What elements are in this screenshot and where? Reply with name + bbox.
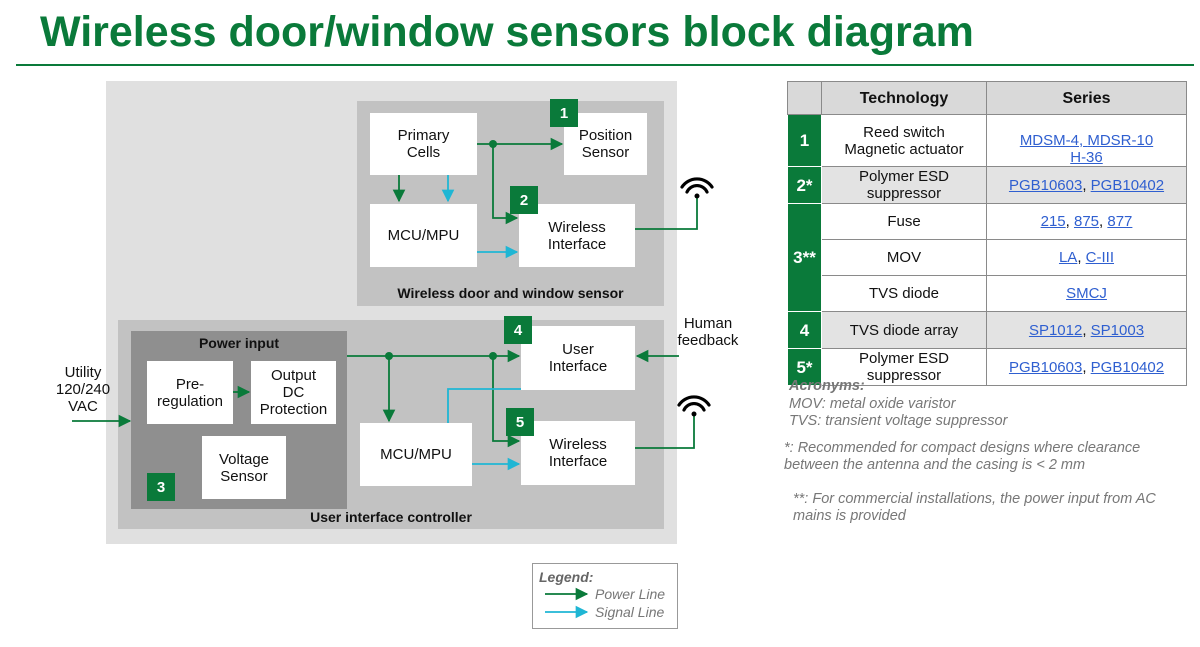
row-number: 5* [787, 348, 822, 386]
technology-cell: Polymer ESD suppressor [821, 166, 987, 204]
voltage-sensor-block: Voltage Sensor [202, 436, 286, 499]
table-header: Series [986, 81, 1187, 115]
controller-wireless-interface-block: Wireless Interface [521, 421, 635, 485]
legend: Legend: Power Line Signal Line [532, 563, 678, 629]
badge-1: 1 [550, 99, 578, 127]
series-link[interactable]: SMCJ [1066, 285, 1107, 302]
controller-group-label: User interface controller [310, 509, 472, 525]
page-title: Wireless door/window sensors block diagr… [40, 8, 974, 56]
technology-cell: Fuse [821, 203, 987, 240]
sensor-group-label: Wireless door and window sensor [397, 285, 624, 301]
technology-table: Technology Series 1 Reed switch Magnetic… [787, 81, 1187, 386]
acronym-tvs: TVS: transient voltage suppressor [789, 413, 1008, 429]
pre-regulation-block: Pre- regulation [147, 361, 233, 424]
badge-4: 4 [504, 316, 532, 344]
table-row: MOV LA, C-III [788, 239, 1187, 276]
primary-cells-block: Primary Cells [370, 113, 477, 175]
row-number: 3** [787, 203, 822, 312]
legend-swatches [545, 587, 589, 619]
series-cell: SMCJ [986, 275, 1187, 312]
table-header-row: Technology Series [787, 81, 1187, 115]
series-link[interactable]: MDSM-4 [1019, 132, 1079, 149]
series-link[interactable]: C-III [1085, 249, 1115, 266]
power-input-label: Power input [198, 335, 280, 351]
table-row: TVS diode SMCJ [788, 275, 1187, 312]
table-row: 4 TVS diode array SP1012, SP1003 [787, 311, 1187, 349]
row-number: 4 [787, 311, 822, 349]
badge-3: 3 [147, 473, 175, 501]
series-link[interactable]: 877 [1107, 213, 1133, 230]
series-cell: PGB10603, PGB10402 [986, 166, 1187, 204]
series-link[interactable]: 875 [1073, 213, 1100, 230]
sensor-mcu-block: MCU/MPU [370, 204, 477, 267]
series-link[interactable]: PGB10402 [1090, 176, 1165, 194]
row-number: 2* [787, 166, 822, 204]
series-cell: PGB10603, PGB10402 [986, 348, 1187, 386]
acronyms-title: Acronyms: [789, 378, 865, 394]
technology-cell: TVS diode array [821, 311, 987, 349]
series-cell: SP1012, SP1003 [986, 311, 1187, 349]
position-sensor-block: Position Sensor [564, 113, 647, 175]
series-cell: LA, C-III [986, 239, 1187, 276]
user-interface-block: User Interface [521, 326, 635, 390]
utility-label: Utility 120/240 VAC [55, 364, 111, 415]
controller-mcu-block: MCU/MPU [360, 423, 472, 486]
series-link[interactable]: SP1003 [1090, 321, 1145, 339]
row-number: 1 [787, 114, 822, 167]
badge-2: 2 [510, 186, 538, 214]
table-row: 2* Polymer ESD suppressor PGB10603, PGB1… [787, 166, 1187, 204]
sensor-wireless-interface-block: Wireless Interface [519, 204, 635, 267]
technology-cell: Reed switch Magnetic actuator [821, 114, 987, 167]
legend-power-label: Power Line [595, 586, 666, 602]
table-row: 5* Polymer ESD suppressor PGB10603, PGB1… [787, 348, 1187, 386]
series-cell: 215, 875, 877 [986, 203, 1187, 240]
footnote-double-star: **: For commercial installations, the po… [793, 491, 1156, 524]
technology-cell: TVS diode [821, 275, 987, 312]
legend-title: Legend: [539, 569, 594, 585]
series-link[interactable]: 215 [1040, 213, 1066, 230]
series-link[interactable]: PGB10603 [1008, 176, 1083, 194]
series-link[interactable]: PGB10603 [1008, 358, 1083, 376]
table-row: 3** Fuse 215, 875, 877 [787, 203, 1187, 312]
technology-cell: Polymer ESD suppressor [821, 348, 987, 386]
series-link[interactable]: SP1012 [1028, 321, 1083, 339]
table-header: Technology [821, 81, 987, 115]
series-link[interactable]: LA [1058, 249, 1078, 266]
human-feedback-label: Human feedback [677, 315, 739, 349]
acronym-mov: MOV: metal oxide varistor [789, 396, 956, 412]
table-row: 1 Reed switch Magnetic actuator MDSM-4, … [787, 114, 1187, 167]
footnote-single-star: *: Recommended for compact designs where… [784, 440, 1141, 473]
series-link[interactable]: PGB10402 [1090, 358, 1165, 376]
technology-cell: MOV [821, 239, 987, 276]
table-header [787, 81, 822, 115]
wifi-icon [680, 177, 714, 199]
series-link[interactable]: H-36 [1070, 149, 1103, 166]
legend-signal-label: Signal Line [595, 604, 665, 620]
badge-5: 5 [506, 408, 534, 436]
series-link[interactable]: MDSR-10 [1087, 132, 1154, 149]
wifi-icon [677, 395, 711, 417]
title-divider [16, 64, 1194, 66]
output-dc-protection-block: Output DC Protection [251, 361, 336, 424]
